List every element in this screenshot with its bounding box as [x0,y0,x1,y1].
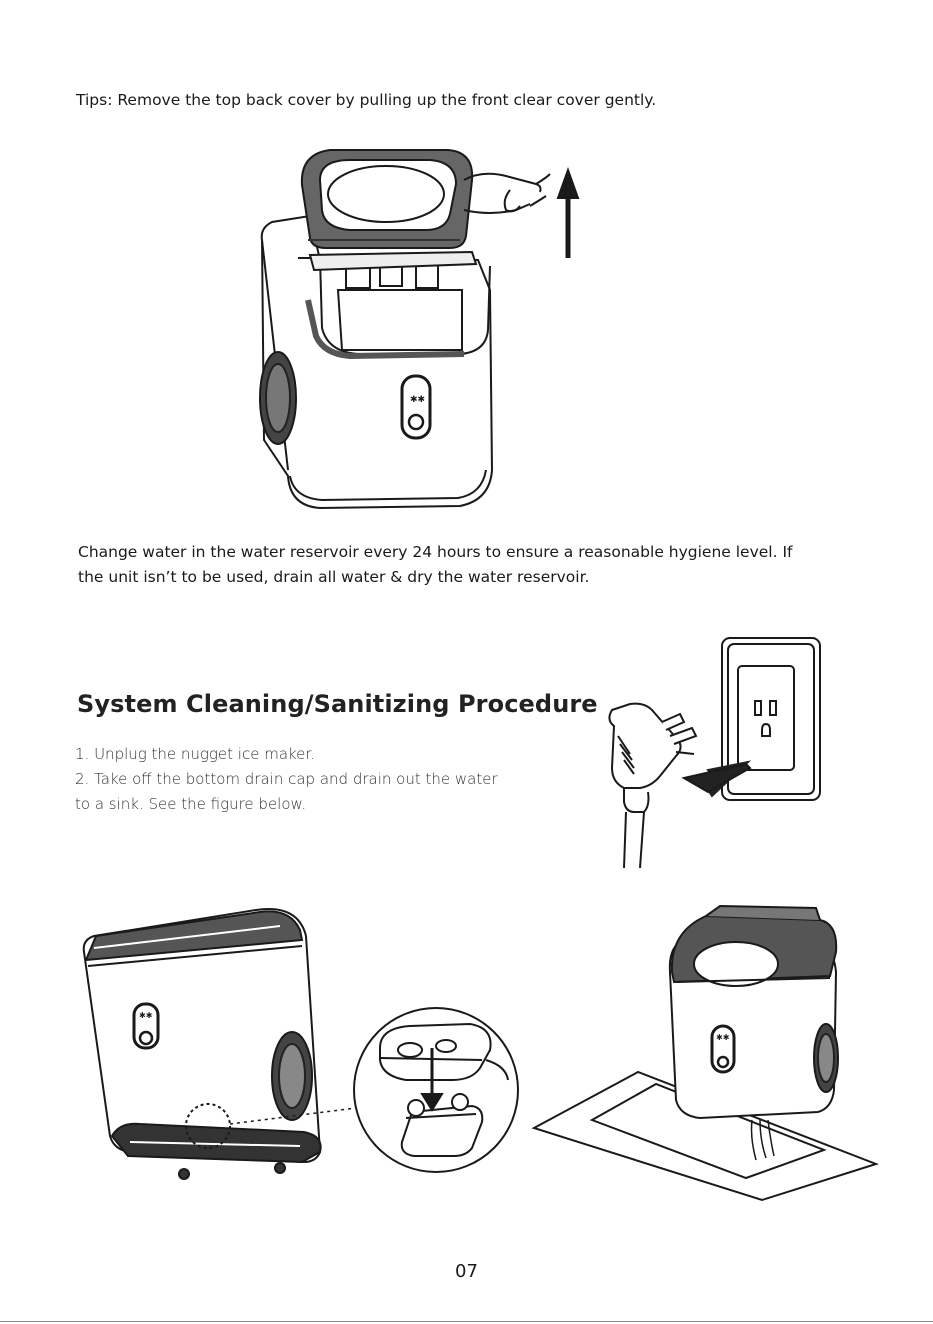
section-heading: System Cleaning/Sanitizing Procedure [77,690,598,718]
unplug-power-cord-illustration [600,636,825,872]
svg-text:✱✱: ✱✱ [716,1033,730,1042]
procedure-steps: 1. Unplug the nugget ice maker. 2. Take … [75,742,498,817]
bottom-rule [0,1321,933,1322]
change-water-line-2: the unit isn’t to be used, drain all wat… [78,568,590,586]
page-number: 07 [455,1261,478,1282]
change-water-line-1: Change water in the water reservoir ever… [78,543,793,561]
change-water-paragraph: Change water in the water reservoir ever… [78,540,878,590]
step-2-continued: to a sink. See the figure below. [75,795,307,813]
step-2: 2. Take off the bottom drain cap and dra… [75,770,498,788]
tips-text: Tips: Remove the top back cover by pulli… [76,91,657,109]
ice-maker-lid-removal-illustration: ✱✱ [250,140,590,515]
step-1: 1. Unplug the nugget ice maker. [75,745,315,763]
svg-text:✱✱: ✱✱ [139,1011,153,1020]
svg-text:✱✱: ✱✱ [410,395,425,405]
ice-maker-drain-cap-illustration: ✱✱ [80,900,520,1180]
ice-maker-over-sink-illustration: ✱✱ [530,902,875,1202]
